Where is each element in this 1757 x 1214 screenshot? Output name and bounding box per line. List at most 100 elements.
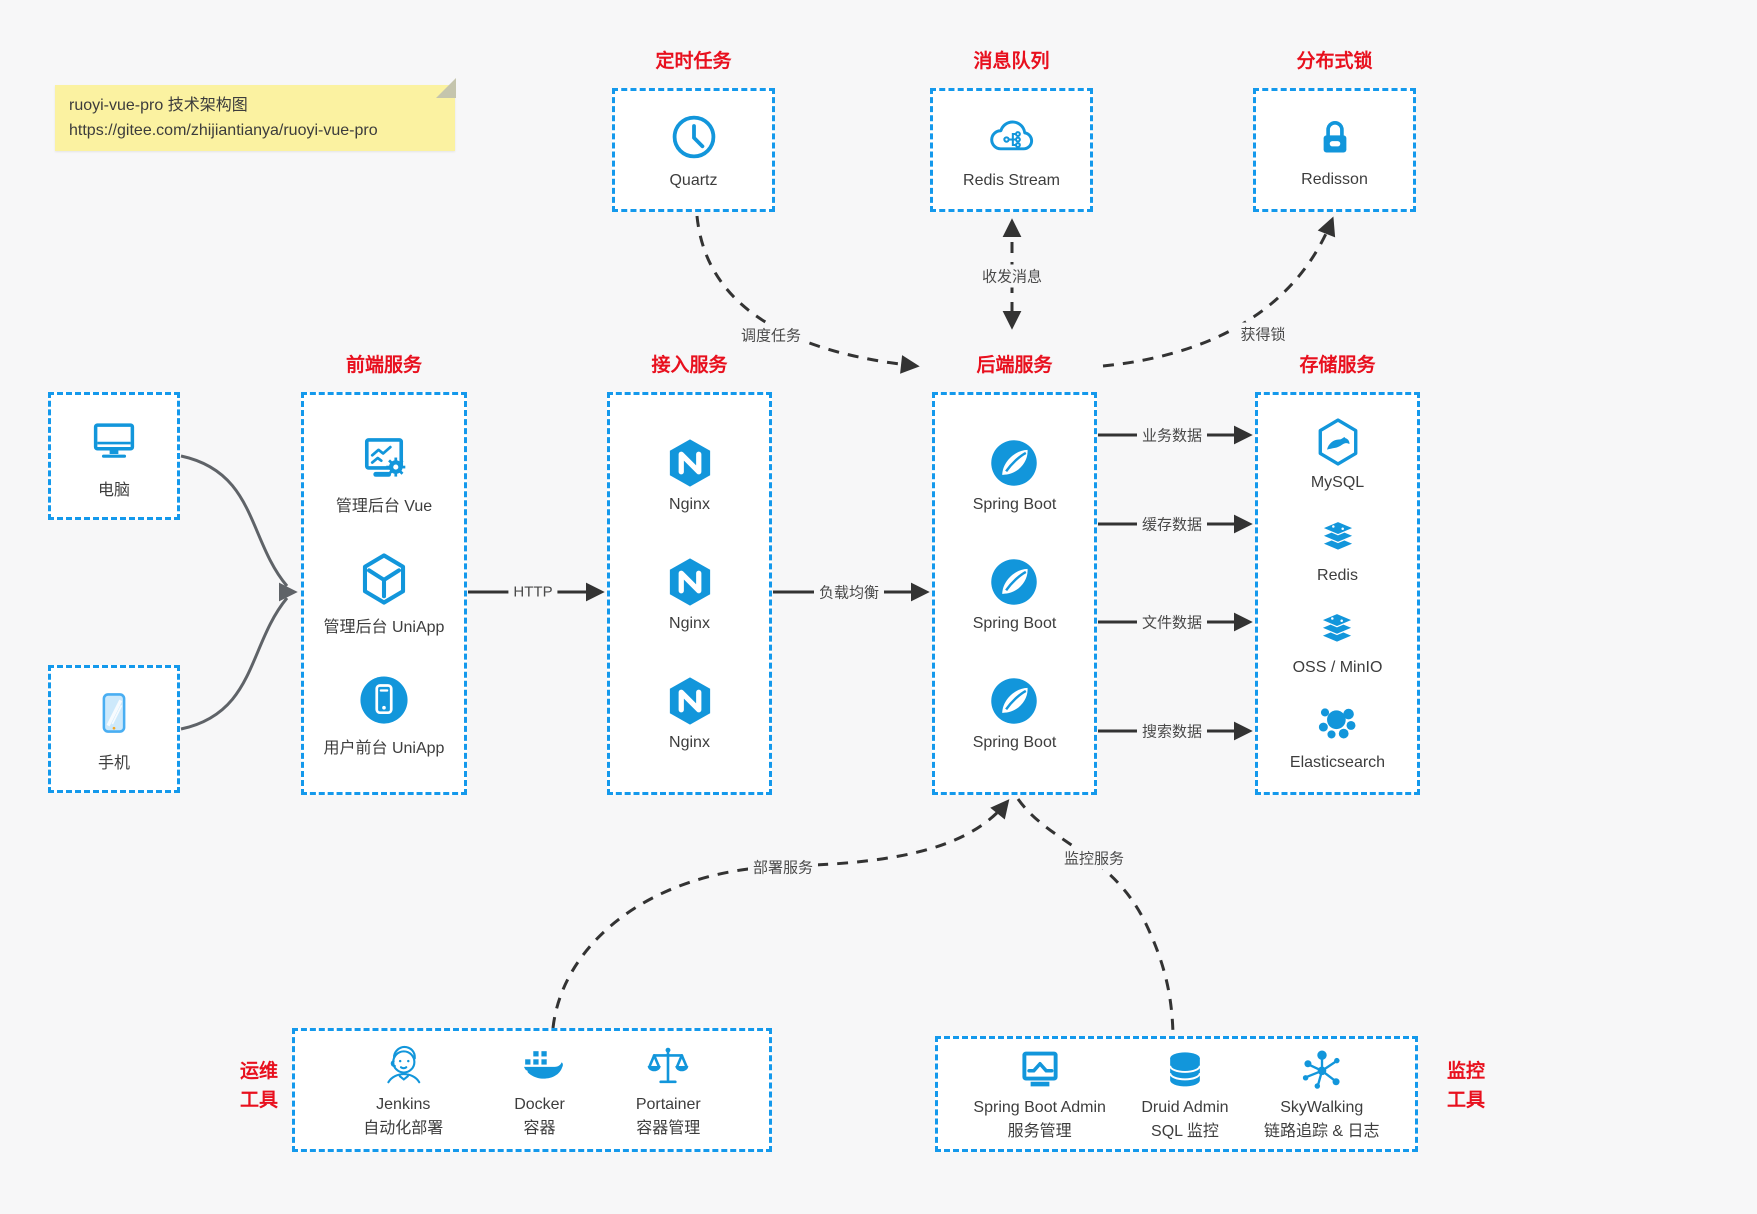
edge-label-search-data: 搜索数据 <box>1136 719 1208 743</box>
oss-stack-icon <box>1320 613 1355 644</box>
client-phone-label: 手机 <box>97 755 130 772</box>
edge-label-cache-data: 缓存数据 <box>1136 512 1208 536</box>
nginx-label-2: Nginx <box>669 615 710 632</box>
frontend-admin-vue-item: 管理后台 Vue <box>336 429 432 516</box>
uniapp-cube-icon <box>362 553 406 605</box>
frontend-admin-vue-label: 管理后台 Vue <box>335 498 433 515</box>
column-title-storage: 存储服务 <box>1299 355 1376 376</box>
elasticsearch-label: Elasticsearch <box>1289 754 1386 772</box>
monitor-tools-side-label: 监控 工具 <box>1446 1061 1485 1111</box>
frontend-user-uniapp-item: 用户前台 UniApp <box>323 671 445 758</box>
spring-boot-label-2: Spring Boot <box>972 615 1057 632</box>
skywalking-desc: 链路追踪 & 日志 <box>1263 1123 1380 1140</box>
skywalking-name: SkyWalking <box>1280 1099 1364 1117</box>
note-title: ruoyi-vue-pro 技术架构图 <box>69 97 248 114</box>
portainer-name: Portainer <box>635 1096 701 1114</box>
spring-boot-item-1: Spring Boot <box>972 435 1057 514</box>
spring-boot-admin-name: Spring Boot Admin <box>973 1099 1106 1117</box>
portainer-desc: 容器管理 <box>636 1120 701 1137</box>
nginx-item-2: Nginx <box>662 554 718 633</box>
mysql-icon <box>1318 418 1357 466</box>
redis-stream-label: Redis Stream <box>963 172 1060 189</box>
portainer-icon <box>647 1047 689 1084</box>
user-app-icon <box>360 676 408 724</box>
clock-icon <box>672 115 715 159</box>
quartz-box: Quartz <box>612 88 775 212</box>
nginx-label-1: Nginx <box>669 496 710 513</box>
client-computer-box: 电脑 <box>48 392 180 520</box>
nginx-item-3: Nginx <box>662 673 718 752</box>
jenkins-desc: 自动化部署 <box>363 1120 444 1137</box>
edge-label-get-lock: 获得锁 <box>1235 322 1291 346</box>
spring-boot-admin-icon <box>1022 1051 1058 1087</box>
skywalking-item: SkyWalking 链路追踪 & 日志 <box>1264 1045 1380 1143</box>
frontend-admin-uniapp-label: 管理后台 UniApp <box>323 619 445 636</box>
mysql-item: MySQL <box>1311 415 1365 492</box>
redis-item: Redis <box>1311 512 1365 585</box>
column-title-gateway: 接入服务 <box>651 355 728 376</box>
spring-boot-item-2: Spring Boot <box>972 554 1057 633</box>
client-computer-label: 电脑 <box>97 482 130 499</box>
docker-icon <box>520 1050 563 1079</box>
group-title-scheduled-tasks: 定时任务 <box>655 51 732 72</box>
client-phone-box: 手机 <box>48 665 180 793</box>
sticky-note: ruoyi-vue-pro 技术架构图 https://gitee.com/zh… <box>55 78 456 151</box>
mysql-label: MySQL <box>1310 473 1365 491</box>
spring-boot-label-1: Spring Boot <box>972 496 1057 513</box>
spring-boot-icon <box>991 440 1038 486</box>
docker-item: Docker 容器 <box>512 1040 568 1140</box>
edge-label-schedule: 调度任务 <box>735 323 807 347</box>
docker-desc: 容器 <box>523 1120 556 1137</box>
oss-minio-item: OSS / MinIO <box>1292 604 1383 677</box>
frontend-user-uniapp-label: 用户前台 UniApp <box>323 740 445 757</box>
ops-tools-box: Jenkins 自动化部署 Docker 容器 <box>292 1028 772 1152</box>
nginx-icon <box>669 558 710 606</box>
spring-boot-admin-desc: 服务管理 <box>1007 1123 1072 1140</box>
column-title-backend: 后端服务 <box>976 355 1053 376</box>
edge-label-deploy: 部署服务 <box>747 855 819 879</box>
spring-boot-item-3: Spring Boot <box>972 673 1057 752</box>
edge-label-monitor: 监控服务 <box>1058 846 1130 870</box>
redisson-box: Redisson <box>1253 88 1416 212</box>
edge-label-http: HTTP <box>508 582 558 602</box>
portainer-item: Portainer 容器管理 <box>636 1040 701 1140</box>
group-title-message-queue: 消息队列 <box>973 51 1050 72</box>
oss-minio-label: OSS / MinIO <box>1292 659 1383 677</box>
redis-label: Redis <box>1317 566 1358 584</box>
storage-box: MySQL Redis <box>1255 392 1420 795</box>
edge-deploy-curve <box>551 799 1010 1029</box>
cloud-stream-icon <box>989 120 1033 151</box>
quartz-label: Quartz <box>669 172 718 189</box>
edge-label-load-balance: 负载均衡 <box>813 580 885 604</box>
admin-vue-icon <box>364 438 406 477</box>
spring-boot-label-3: Spring Boot <box>972 734 1057 751</box>
druid-admin-desc: SQL 监控 <box>1151 1123 1219 1140</box>
frontend-admin-uniapp-item: 管理后台 UniApp <box>323 550 445 637</box>
spring-boot-icon <box>991 559 1038 605</box>
jenkins-icon <box>387 1046 421 1084</box>
edge-label-biz-data: 业务数据 <box>1136 423 1208 447</box>
backend-box: Spring Boot Spring Boot Spring Boot <box>932 392 1097 795</box>
lock-icon <box>1323 120 1346 153</box>
desktop-icon <box>93 423 135 458</box>
frontend-box: 管理后台 Vue 管理后台 UniApp 用户前台 UniApp <box>301 392 467 795</box>
phone-icon <box>102 693 126 733</box>
skywalking-icon <box>1302 1050 1340 1089</box>
ops-tools-side-label: 运维 工具 <box>239 1061 278 1111</box>
nginx-icon <box>669 677 710 725</box>
druid-admin-name: Druid Admin <box>1141 1099 1229 1117</box>
elasticsearch-item: Elasticsearch <box>1290 697 1385 772</box>
nginx-label-3: Nginx <box>669 734 710 751</box>
redis-stream-box: Redis Stream <box>930 88 1093 212</box>
spring-boot-admin-item: Spring Boot Admin 服务管理 <box>973 1045 1106 1143</box>
edge-label-message: 收发消息 <box>976 264 1048 288</box>
jenkins-item: Jenkins 自动化部署 <box>363 1040 443 1140</box>
note-folded-corner <box>436 78 456 98</box>
nginx-icon <box>669 439 710 487</box>
docker-name: Docker <box>514 1096 565 1114</box>
spring-boot-icon <box>991 678 1038 724</box>
monitor-tools-box: Spring Boot Admin 服务管理 Druid Admin SQL 监… <box>935 1036 1418 1152</box>
edge-schedule-curve <box>695 215 920 374</box>
note-url: https://gitee.com/zhijiantianya/ruoyi-vu… <box>69 121 378 139</box>
